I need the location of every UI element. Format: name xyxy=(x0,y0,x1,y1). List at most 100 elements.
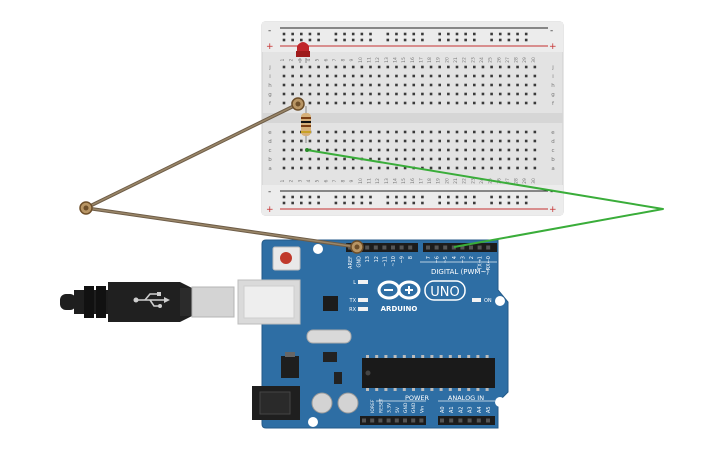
breadboard-hole[interactable] xyxy=(516,139,519,143)
breadboard-hole[interactable] xyxy=(317,130,320,134)
breadboard-hole[interactable] xyxy=(386,148,390,152)
breadboard-hole[interactable] xyxy=(464,166,467,170)
rail-hole[interactable] xyxy=(455,38,459,42)
breadboard-hole[interactable] xyxy=(386,83,390,87)
breadboard-hole[interactable] xyxy=(343,148,346,152)
header-pin[interactable] xyxy=(486,245,491,250)
rail-hole[interactable] xyxy=(291,201,294,205)
breadboard-hole[interactable] xyxy=(308,166,312,170)
breadboard-hole[interactable] xyxy=(524,101,528,105)
breadboard-hole[interactable] xyxy=(498,92,502,96)
breadboard-hole[interactable] xyxy=(438,83,441,87)
breadboard-hole[interactable] xyxy=(308,83,312,87)
rail-hole[interactable] xyxy=(455,195,459,199)
breadboard-hole[interactable] xyxy=(447,130,450,134)
breadboard-hole[interactable] xyxy=(360,139,364,143)
breadboard-hole[interactable] xyxy=(343,130,346,134)
breadboard-hole[interactable] xyxy=(282,166,286,170)
breadboard-hole[interactable] xyxy=(377,65,381,69)
rail-hole[interactable] xyxy=(438,32,441,36)
breadboard-hole[interactable] xyxy=(317,101,320,105)
breadboard-hole[interactable] xyxy=(308,157,312,161)
breadboard-hole[interactable] xyxy=(377,157,381,161)
breadboard-hole[interactable] xyxy=(351,74,355,78)
breadboard-hole[interactable] xyxy=(455,92,459,96)
breadboard-hole[interactable] xyxy=(317,148,320,152)
breadboard-hole[interactable] xyxy=(351,130,355,134)
breadboard-hole[interactable] xyxy=(282,157,286,161)
rail-hole[interactable] xyxy=(464,195,467,199)
breadboard-hole[interactable] xyxy=(447,92,450,96)
breadboard-hole[interactable] xyxy=(524,139,528,143)
breadboard-hole[interactable] xyxy=(481,83,485,87)
rail-hole[interactable] xyxy=(334,32,338,36)
header-pin[interactable] xyxy=(486,418,490,423)
breadboard-hole[interactable] xyxy=(481,74,485,78)
breadboard-hole[interactable] xyxy=(343,74,346,78)
breadboard-hole[interactable] xyxy=(360,92,364,96)
rail-hole[interactable] xyxy=(317,38,320,42)
rail-hole[interactable] xyxy=(351,38,355,42)
rail-hole[interactable] xyxy=(386,32,390,36)
rail-hole[interactable] xyxy=(343,32,346,36)
breadboard-hole[interactable] xyxy=(412,83,416,87)
header-pin[interactable] xyxy=(399,245,404,250)
breadboard-hole[interactable] xyxy=(360,83,364,87)
breadboard-hole[interactable] xyxy=(300,139,303,143)
rail-hole[interactable] xyxy=(516,201,519,205)
rail-hole[interactable] xyxy=(464,32,467,36)
header-pin[interactable] xyxy=(411,418,416,423)
header-pin[interactable] xyxy=(460,245,465,250)
breadboard-hole[interactable] xyxy=(317,92,320,96)
breadboard-hole[interactable] xyxy=(412,101,416,105)
breadboard-hole[interactable] xyxy=(412,130,416,134)
breadboard-hole[interactable] xyxy=(516,83,519,87)
rail-hole[interactable] xyxy=(403,201,407,205)
breadboard-hole[interactable] xyxy=(507,166,511,170)
rail-hole[interactable] xyxy=(308,38,312,42)
breadboard-hole[interactable] xyxy=(317,166,320,170)
breadboard-hole[interactable] xyxy=(351,139,355,143)
breadboard-hole[interactable] xyxy=(412,65,416,69)
breadboard-hole[interactable] xyxy=(447,83,450,87)
rail-hole[interactable] xyxy=(421,195,424,199)
breadboard-hole[interactable] xyxy=(429,166,433,170)
breadboard-hole[interactable] xyxy=(343,101,346,105)
breadboard-hole[interactable] xyxy=(516,101,519,105)
breadboard-hole[interactable] xyxy=(533,139,537,143)
rail-hole[interactable] xyxy=(369,38,372,42)
rail-hole[interactable] xyxy=(351,195,355,199)
breadboard-hole[interactable] xyxy=(473,101,476,105)
breadboard-hole[interactable] xyxy=(282,101,286,105)
rail-hole[interactable] xyxy=(507,32,511,36)
rail-hole[interactable] xyxy=(395,201,398,205)
rail-hole[interactable] xyxy=(291,195,294,199)
breadboard-hole[interactable] xyxy=(429,130,433,134)
rail-hole[interactable] xyxy=(447,201,450,205)
breadboard-hole[interactable] xyxy=(282,148,286,152)
breadboard-hole[interactable] xyxy=(507,148,511,152)
breadboard-hole[interactable] xyxy=(464,148,467,152)
rail-hole[interactable] xyxy=(308,32,312,36)
breadboard-hole[interactable] xyxy=(360,130,364,134)
breadboard-hole[interactable] xyxy=(282,130,286,134)
breadboard-hole[interactable] xyxy=(291,65,294,69)
rail-hole[interactable] xyxy=(386,195,390,199)
red-led[interactable] xyxy=(296,42,310,63)
breadboard-hole[interactable] xyxy=(524,157,528,161)
rail-hole[interactable] xyxy=(473,195,476,199)
breadboard-hole[interactable] xyxy=(490,166,493,170)
header-pin[interactable] xyxy=(370,418,375,423)
breadboard-hole[interactable] xyxy=(377,92,381,96)
rail-hole[interactable] xyxy=(291,32,294,36)
rail-hole[interactable] xyxy=(282,195,286,199)
breadboard-hole[interactable] xyxy=(386,101,390,105)
rail-hole[interactable] xyxy=(524,32,528,36)
breadboard-hole[interactable] xyxy=(343,139,346,143)
breadboard-hole[interactable] xyxy=(351,65,355,69)
rail-hole[interactable] xyxy=(447,195,450,199)
breadboard-hole[interactable] xyxy=(455,166,459,170)
rail-hole[interactable] xyxy=(516,32,519,36)
rail-hole[interactable] xyxy=(490,32,493,36)
rail-hole[interactable] xyxy=(351,201,355,205)
